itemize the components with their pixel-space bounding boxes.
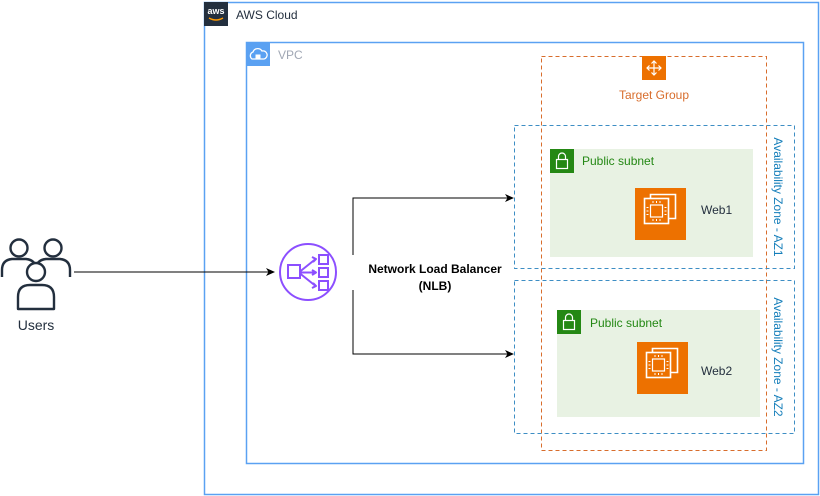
target-group-label: Target Group: [619, 88, 689, 102]
users-label: Users: [18, 317, 55, 333]
web1-instance[interactable]: Web1: [635, 188, 732, 240]
aws-logo-icon: aws: [204, 2, 228, 26]
connectors: [74, 194, 514, 358]
subnet1-label: Public subnet: [582, 154, 655, 168]
cloud-lock-icon: [246, 42, 270, 66]
vpc-label: VPC: [278, 48, 303, 62]
az1-label: Availability Zone - AZ1: [771, 137, 785, 256]
ec2-instance-icon: [637, 342, 688, 394]
padlock-icon: [557, 310, 581, 334]
vpc-border: [245, 41, 805, 465]
svg-text:aws: aws: [207, 6, 224, 16]
users-icon: [0, 238, 72, 311]
az2-label: Availability Zone - AZ2: [771, 297, 785, 416]
subnet2-label: Public subnet: [590, 316, 663, 330]
web1-label: Web1: [701, 203, 732, 217]
az1-border: [514, 125, 795, 269]
aws-cloud-group: aws AWS Cloud: [203, 1, 820, 496]
nlb-to-az2-arrow: [352, 290, 514, 358]
web2-label: Web2: [701, 364, 732, 378]
target-group-icon: [642, 56, 666, 80]
users-node[interactable]: Users: [0, 238, 72, 334]
ec2-instance-icon: [635, 188, 686, 240]
web2-instance[interactable]: Web2: [637, 342, 732, 394]
nlb-label-line2: (NLB): [419, 279, 452, 293]
availability-zone-az1: Availability Zone - AZ1: [514, 125, 795, 269]
vpc-group: VPC: [245, 41, 805, 465]
availability-zone-az2: Availability Zone - AZ2: [514, 280, 795, 434]
aws-cloud-label: AWS Cloud: [236, 8, 298, 22]
network-load-balancer-icon: [279, 243, 337, 301]
nlb-label-line1: Network Load Balancer: [368, 262, 502, 276]
target-group: Target Group: [541, 56, 767, 451]
padlock-icon: [550, 149, 574, 173]
aws-cloud-border: [203, 1, 820, 496]
network-load-balancer[interactable]: Network Load Balancer (NLB): [279, 243, 502, 301]
nlb-to-az1-arrow: [352, 194, 514, 255]
az2-border: [514, 280, 795, 434]
